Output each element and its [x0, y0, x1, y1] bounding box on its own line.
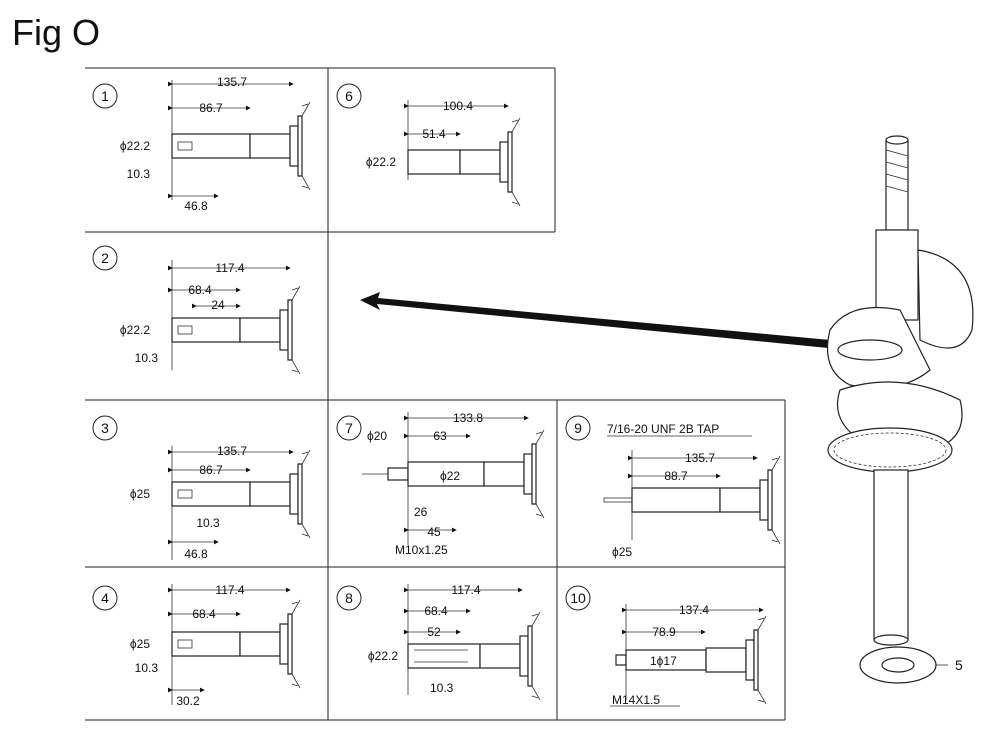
grid-lines	[85, 67, 786, 721]
dim-end: 10.3	[135, 351, 159, 365]
dim-overall: 117.4	[215, 583, 244, 597]
pointer-arrow	[360, 292, 830, 348]
dim-keyway: 68.4	[188, 283, 212, 297]
dim-keyway: 51.4	[422, 127, 446, 141]
dim-keyway-len: 30.2	[176, 694, 200, 708]
panel-number: 7	[345, 420, 353, 436]
panel-6: 6 100.4 51.4 ϕ22.2	[336, 83, 521, 207]
panel-number: 10	[570, 590, 586, 606]
dim-diameter: ϕ22.2	[120, 139, 150, 153]
panel-1: 1 135.7 86.7 ϕ22.2 10.3 46.8	[92, 75, 311, 213]
panel-number: 3	[101, 420, 109, 436]
panel-number: 1	[101, 88, 109, 104]
dim-keyway: 68.4	[424, 604, 448, 618]
dim-small: 10.3	[135, 661, 159, 675]
dim-small: 24	[211, 298, 225, 312]
dim-dia22: ϕ22	[440, 469, 460, 483]
dim-keyway: 63	[433, 429, 447, 443]
dim-diameter: ϕ22.2	[120, 323, 150, 337]
dim-overall: 137.4	[679, 603, 709, 617]
panel-number: 8	[345, 590, 353, 606]
dim-overall: 117.4	[451, 583, 480, 597]
panel-number: 2	[101, 250, 109, 266]
dim-keyway-len: 46.8	[184, 547, 208, 561]
dim-26: 26	[414, 505, 428, 519]
dim-overall: 135.7	[217, 444, 247, 458]
thread-spec: M14X1.5	[612, 693, 660, 707]
dim-small: 10.3	[196, 516, 220, 530]
thread-spec: M10x1.25	[395, 543, 448, 557]
callout-5: 5	[955, 657, 963, 673]
panel-number: 4	[101, 590, 109, 606]
dim-keyway: 78.9	[652, 625, 676, 639]
dim-keyway-len: 46.8	[184, 199, 208, 213]
dim-keyway: 68.4	[192, 607, 216, 621]
panel-10: 10 137.4 78.9 1ϕ17 M14X1.5	[565, 585, 767, 707]
dim-overall: 135.7	[217, 75, 247, 89]
panel-number: 9	[574, 420, 582, 436]
dim-dia20: ϕ20	[367, 429, 387, 443]
dim-keyway: 88.7	[664, 469, 688, 483]
panel-8: 8 117.4 68.4 52 ϕ22.2 10.3	[336, 583, 541, 701]
panel-7: 7 133.8 ϕ20 63 ϕ22 26 45 M10x1.25	[336, 411, 545, 557]
dim-diameter: ϕ25	[130, 637, 150, 651]
dim-overall: 117.4	[215, 261, 244, 275]
dim-overall: 135.7	[685, 451, 715, 465]
panel-4: 4 117.4 68.4 ϕ25 10.3 30.2	[92, 583, 301, 708]
dim-keyway: 86.7	[199, 101, 223, 115]
dim-keyway: 86.7	[199, 463, 223, 477]
dim-diameter: ϕ25	[130, 487, 150, 501]
dim-52: 52	[427, 625, 441, 639]
dim-diameter: ϕ22.2	[368, 649, 398, 663]
dim-small: 10.3	[127, 167, 151, 181]
dim-45: 45	[427, 525, 441, 539]
crankshaft-illustration: 5	[826, 135, 974, 684]
dim-diameter: ϕ22.2	[366, 155, 396, 169]
figure-title: Fig O	[12, 12, 101, 53]
panel-2: 2 117.4 68.4 24 ϕ22.2 10.3	[92, 245, 301, 375]
dim-diameter: 1ϕ17	[650, 654, 677, 668]
dim-overall: 100.4	[443, 99, 473, 113]
tap-spec: 7/16-20 UNF 2B TAP	[607, 422, 719, 436]
panel-number: 6	[345, 88, 353, 104]
dim-diameter: ϕ25	[612, 545, 632, 559]
panel-3: 3 135.7 86.7 ϕ25 10.3 46.8	[92, 415, 311, 561]
panel-9: 9 7/16-20 UNF 2B TAP 135.7 88.7 ϕ25	[565, 415, 781, 559]
dim-small: 10.3	[430, 681, 454, 695]
dim-overall: 133.8	[453, 411, 483, 425]
